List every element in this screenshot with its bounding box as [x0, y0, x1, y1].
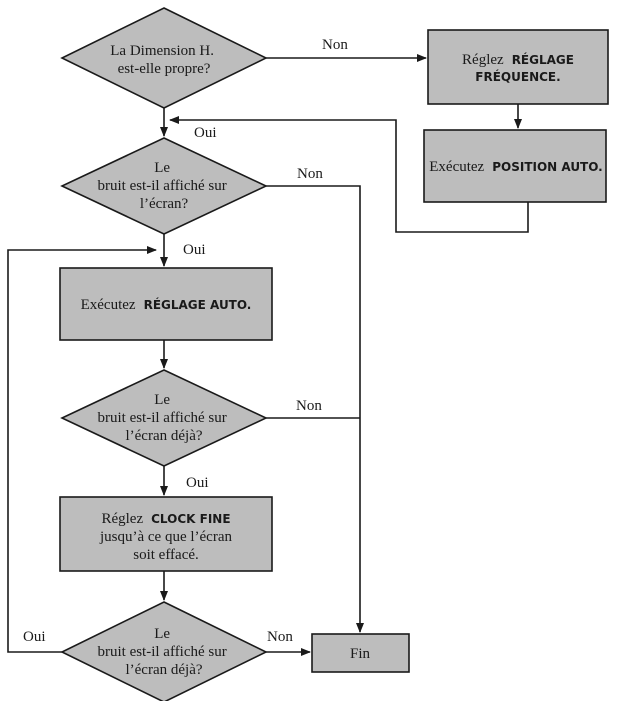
- box-frequence-line1: Réglez RÉGLAGE: [462, 51, 574, 68]
- box-fin: [311, 633, 410, 673]
- label-oui-4: Oui: [23, 629, 46, 645]
- box-clock-line1: Réglez CLOCK FINE: [101, 510, 230, 527]
- box-reglage-frequence: [427, 29, 609, 105]
- box-reglage-text: Exécutez RÉGLAGE AUTO.: [81, 296, 252, 313]
- box-clock-line2: jusqu’à ce que l’écran: [99, 529, 233, 545]
- label-oui-2: Oui: [183, 242, 206, 258]
- arrow-d4-oui-loop: [7, 246, 157, 653]
- box-position-text: Exécutez POSITION AUTO.: [429, 158, 603, 175]
- label-non-2: Non: [297, 166, 323, 182]
- d2-text: Le bruit est-il affiché sur l’écran?: [97, 160, 230, 212]
- box-clock-fine: [59, 496, 273, 572]
- label-non-3: Non: [296, 398, 322, 414]
- box-reglage-auto: [59, 267, 273, 341]
- box-clock-line3: soit effacé.: [133, 547, 199, 563]
- arrow-position-return: [169, 116, 529, 233]
- box-frequence-line2: FRÉQUENCE.: [475, 69, 560, 84]
- label-oui-3: Oui: [186, 475, 209, 491]
- d3-text: Le bruit est-il affiché sur l’écran déjà…: [97, 392, 230, 444]
- decision-bruit-deja-2: [60, 601, 268, 701]
- box-fin-text: Fin: [350, 646, 371, 662]
- label-non-4: Non: [267, 629, 293, 645]
- label-oui-1: Oui: [194, 125, 217, 141]
- arrow-d2-non: [266, 185, 364, 633]
- label-non-1: Non: [322, 37, 348, 53]
- d1-text: La Dimension H. est-elle propre?: [110, 43, 217, 77]
- box-position-auto: [423, 129, 607, 203]
- d4-text: Le bruit est-il affiché sur l’écran déjà…: [97, 626, 230, 678]
